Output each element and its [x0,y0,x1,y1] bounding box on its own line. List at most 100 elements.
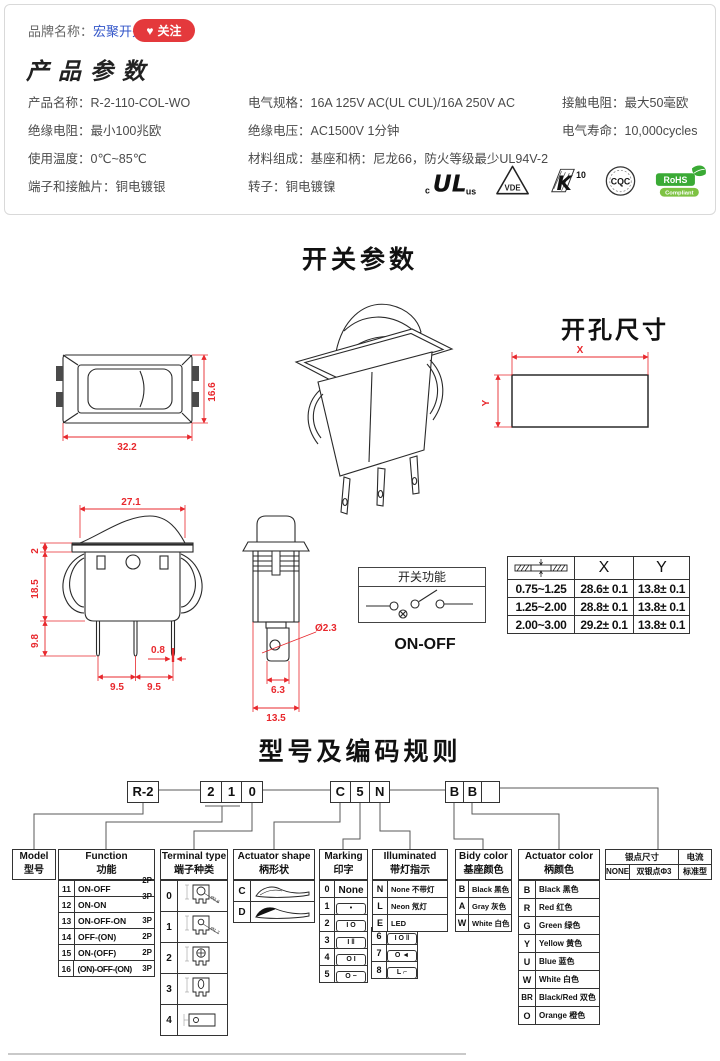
table-row: 12 ON-ON 3P [59,892,154,912]
thickness-range: 0.75~1.25 [515,581,567,596]
x-value: 28.8± 0.1 [574,598,633,615]
product-params-title: 产品参数 [26,58,154,85]
kema-k: K [556,172,573,195]
table-row: L Neon 氖灯 [373,897,447,914]
next-section-divider [8,1053,466,1055]
table-row: Y Yellow 黄色 [519,934,599,952]
brand-row: 品牌名称： 宏聚开关 [28,18,159,42]
table-row: 6 I O ‖ [372,928,417,945]
leaf-icon [692,165,707,177]
dim-front-width: 27.1 [121,497,141,508]
thickness-range: 2.00~3.00 [515,617,567,632]
table-row: N None 不带灯 [373,880,447,897]
spec-electrical-life: 电气寿命：10,000cycles [562,124,698,138]
dim-cutout-y: Y [481,399,492,406]
table-row: 4 O I [320,948,367,966]
table-row: 1 • [320,897,367,915]
xy-col-x: X [574,557,633,579]
switch-function-box: 开关功能 [358,567,486,623]
terminal-drawing-0: Ø2.8 [184,884,220,904]
spec-terminal-plating: 端子和接触片：铜电镀银 [28,180,166,194]
switch-function-title: 开关功能 [359,568,485,587]
thickness-range: 1.25~2.00 [515,599,567,614]
body-color-table: Bidy color 基座颜色 B Black 黑色 A Gray 灰色 W W… [455,849,512,932]
table-row: E LED [373,914,447,931]
dim-front-pin: 9.8 [30,634,41,648]
function-cn: 功能 [96,865,117,876]
y-value: 13.8± 0.1 [633,598,689,615]
actuator-color-cn: 柄颜色 [544,865,574,876]
ul-logo-icon: c UL us [425,170,476,198]
current-standard: 标准型 [683,867,707,876]
terminal-en: Terminal type [161,851,227,862]
terminal-cn: 端子种类 [174,865,214,876]
spec-insulation-resistance: 绝缘电阻：最小100兆欧 [28,124,162,138]
terminal-type-table: Terminal type 端子种类 0 Ø2.8 1 Ø1.7 [160,849,228,1036]
model-en: Model [19,851,49,862]
code-digit-3: 0 [241,782,262,802]
svg-text:Ø2.8: Ø2.8 [209,894,220,904]
perspective-view-drawing [294,303,454,515]
body-color-en: Bidy color [459,851,508,862]
table-row: NONE 双银点Φ3 标准型 [606,864,711,879]
xy-col-y: Y [633,557,689,579]
table-row: 银点尺寸 电流 [606,850,711,864]
technical-drawings: 32.2 16.6 [30,303,649,724]
vde-logo-icon: VDE [495,165,529,195]
table-row: 2.00~3.00 29.2± 0.1 13.8± 0.1 [508,615,689,633]
cutout-drawing: X Y [481,345,649,428]
table-row: 16 (ON)-OFF-(ON) 3P [59,960,154,976]
table-row: 15 ON-(OFF) 2P [59,944,154,960]
table-row: 5 O − [320,965,367,983]
spec-material: 材料组成：基座和柄：尼龙66，防火等级最少UL94V-2 [248,152,549,166]
follow-button[interactable]: ♥ 关注 [133,19,195,42]
ul-mark: UL [433,170,467,198]
table-row: 2 [161,942,227,973]
kema-10: 10 [576,170,586,180]
table-row: A Gray 灰色 [456,897,511,914]
terminal-drawing-3 [184,977,209,996]
table-row: 0 None [320,880,367,897]
table-row: C [234,880,314,901]
side-view-drawing: Ø2.3 6.3 13.5 [242,515,337,724]
dim-side-body-width: 13.5 [266,713,286,724]
actuator-shape-table: Actuator shape 柄形状 C D [233,849,315,923]
brand-name-link[interactable]: 宏聚开关 [93,23,146,39]
rohs-label: RoHS [664,175,688,185]
ul-c: c [425,186,430,196]
dim-topview-height: 16.6 [207,382,218,402]
table-row: 14 OFF-(ON) 2P [59,928,154,944]
table-row: B Black 黑色 [456,880,511,897]
ul-us: us [466,187,476,197]
spec-product-name: 产品名称：R-2-110-COL-WO [28,96,191,110]
table-row: 1.25~2.00 28.8± 0.1 13.8± 0.1 [508,597,689,615]
kema-logo-icon: K 10 [550,168,586,195]
current-header: 电流 [686,852,704,862]
table-row: 13 ON-OFF-ON 3P [59,912,154,928]
actuator-shape-d-icon [254,907,309,919]
table-row: 4 [161,1004,227,1035]
code-digit-1: 2 [207,784,215,799]
marking-cn: 印字 [333,865,354,876]
dim-side-pin-width: 6.3 [271,685,285,696]
table-row: U Blue 蓝色 [519,952,599,970]
terminal-drawing-1: Ø1.7 [184,915,220,935]
code-marking: 5 [349,782,370,802]
spec-temperature: 使用温度：0℃~85℃ [28,152,147,166]
dim-front-pitch2: 9.5 [147,682,161,693]
code-actuator-shape: C [335,784,346,799]
front-view-drawing: 27.1 2 18.5 9.8 9.5 9.5 [30,497,203,693]
silver-size-header: 银点尺寸 [606,850,679,864]
body-color-cn: 基座颜色 [463,865,504,876]
product-params-card [4,4,716,215]
code-illuminated: N [369,782,389,802]
marking-table: Marking 印字 0 None 1 • 2 I O 3 I ‖ 4 O I … [319,849,368,983]
model-cn: 型号 [24,865,44,876]
table-row: 0.75~1.25 28.6± 0.1 13.8± 0.1 [508,579,689,597]
table-row: 1 Ø1.7 [161,911,227,942]
table-row: W White 白色 [456,914,511,931]
y-value: 13.8± 0.1 [633,616,689,633]
illuminated-cn: 带灯指示 [390,865,430,876]
panel-thickness-table: X Y 0.75~1.25 28.6± 0.1 13.8± 0.1 1.25~2… [507,556,690,634]
